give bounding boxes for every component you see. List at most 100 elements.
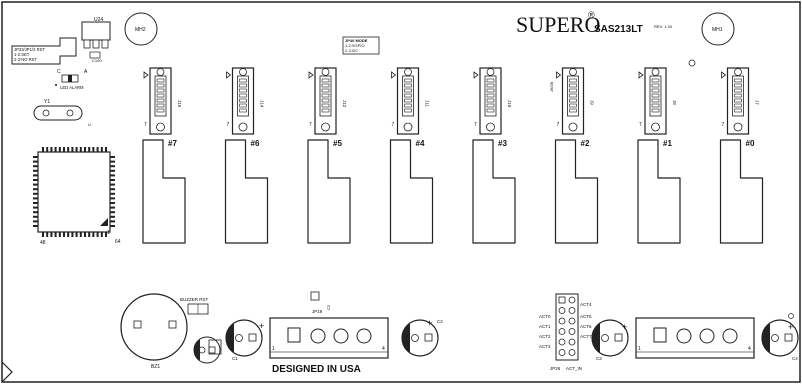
connector-body (479, 67, 502, 135)
jp-rst-line3: 2-3:NO RST (14, 57, 37, 62)
connector-port-label: #3 (498, 139, 507, 148)
connector-port-label: #6 (251, 139, 260, 148)
j9-side-label: J9/2B (549, 81, 554, 92)
c2-label: C2 (437, 319, 443, 324)
act1-label: ACT1 (539, 324, 551, 329)
connector-pin (156, 98, 165, 103)
connector-pin (156, 88, 165, 93)
connector-body (644, 67, 667, 135)
connector-ref-label: J12 (342, 100, 347, 108)
jp40-line2: 1-2:SGPIO (345, 43, 365, 48)
connector-pin (651, 78, 660, 83)
jp40-line1: JP40 MODE (345, 38, 368, 43)
drive-bay-cutout (307, 139, 351, 244)
c100-label: C100 (92, 58, 102, 63)
chip-pin (110, 188, 115, 191)
chip-pin (33, 206, 38, 209)
connector-pin (651, 93, 660, 98)
connector-ref-label: J16 (177, 100, 182, 108)
header-pin (568, 317, 576, 325)
chip-pin (110, 220, 115, 223)
drive-bay-cutout (142, 139, 186, 244)
header-pin (568, 307, 576, 314)
header-pin (568, 338, 576, 346)
connector-pin (486, 98, 495, 103)
chip-pin (110, 179, 115, 181)
sas-connector-6: 7J8#1 (637, 67, 681, 244)
connector-top-hole (239, 68, 247, 76)
connector-pin (734, 108, 742, 113)
connector-slot (567, 75, 579, 117)
chip-pin (110, 160, 115, 163)
connector-pin (404, 103, 412, 108)
capacitor-c3: + C3 (591, 319, 629, 361)
connector-bottom-hole (486, 122, 495, 132)
connector-pin (569, 88, 577, 93)
led-alarm: C A LED ALARM (55, 69, 88, 90)
chip-pin (33, 169, 38, 172)
chip-pin (33, 156, 38, 158)
sas-connector-5: 7J9#2 (554, 67, 599, 244)
chip-pin (33, 197, 38, 200)
chip-pin (50, 232, 53, 237)
connector-pin (239, 83, 247, 88)
chip-pin (54, 232, 57, 237)
connector-slot (402, 75, 414, 117)
pwr-left-pin4: 4 (382, 346, 385, 352)
connector-body (561, 67, 585, 135)
chip-pin (33, 183, 38, 186)
connector-pin (486, 108, 495, 113)
header-pin-square (558, 296, 566, 304)
connector-pin (321, 78, 330, 83)
connector-top-hole (404, 68, 412, 76)
crystal-y1: Y1 U (33, 99, 91, 127)
c4-plus: + (788, 322, 793, 332)
connector-pin (404, 88, 412, 93)
pin-7-label: 7 (474, 122, 477, 128)
connector-pin (404, 98, 412, 103)
chip-pin (33, 202, 38, 204)
sas-connector-7: 7J7#0 (719, 67, 764, 244)
chip-pin (33, 215, 38, 218)
connector-bottom-hole (238, 122, 248, 132)
chip-pin (33, 225, 38, 227)
jp40-mode-box (342, 36, 380, 55)
chip-pin (54, 147, 57, 152)
connector-ref-label: J14 (260, 100, 265, 108)
pin-7-label: 7 (392, 122, 395, 128)
jp40-line3: 2-3:I2C (345, 48, 358, 53)
chip-pin (75, 232, 78, 237)
drive-bay-cutout (389, 139, 434, 244)
connector-slot (154, 75, 167, 117)
brand-name: SUPERO (516, 12, 600, 37)
connector-pin (404, 78, 412, 83)
connector-pin (239, 98, 247, 103)
connector-port-label: #1 (663, 139, 672, 148)
u24-regulator: U24 C100 (81, 17, 111, 63)
act-in-label: ACT_IN (566, 366, 582, 371)
connector-top-hole (651, 68, 660, 76)
connector-pin (486, 103, 495, 108)
chip-pin (110, 192, 115, 195)
chip-pin (92, 147, 95, 152)
chip-pin (67, 147, 70, 152)
header-pin (568, 328, 576, 335)
chip-pins (33, 147, 115, 237)
pin-7-label: 7 (557, 122, 560, 128)
connector-top-hole (734, 68, 742, 76)
pin1-arrow (226, 71, 232, 79)
small-hole (688, 59, 696, 67)
act7-label: ACT7 (580, 334, 592, 339)
chip-pin (33, 165, 38, 168)
chip-pin (33, 211, 38, 214)
chip-pin (105, 147, 107, 152)
connector-port-label: #2 (581, 139, 590, 148)
power-connector-left: JP19 C2 1 4 DESIGNED IN USA (269, 291, 389, 375)
chip-pin (110, 215, 115, 218)
connector-port-label: #7 (168, 139, 177, 148)
connector-pin (321, 93, 330, 98)
connector-pin (321, 103, 330, 108)
jp26-activity-header: ACT0 ACT1 ACT2 ACT3 ACT4 ACT5 ACT6 ACT7 … (539, 293, 592, 371)
chip-pin (33, 220, 38, 223)
